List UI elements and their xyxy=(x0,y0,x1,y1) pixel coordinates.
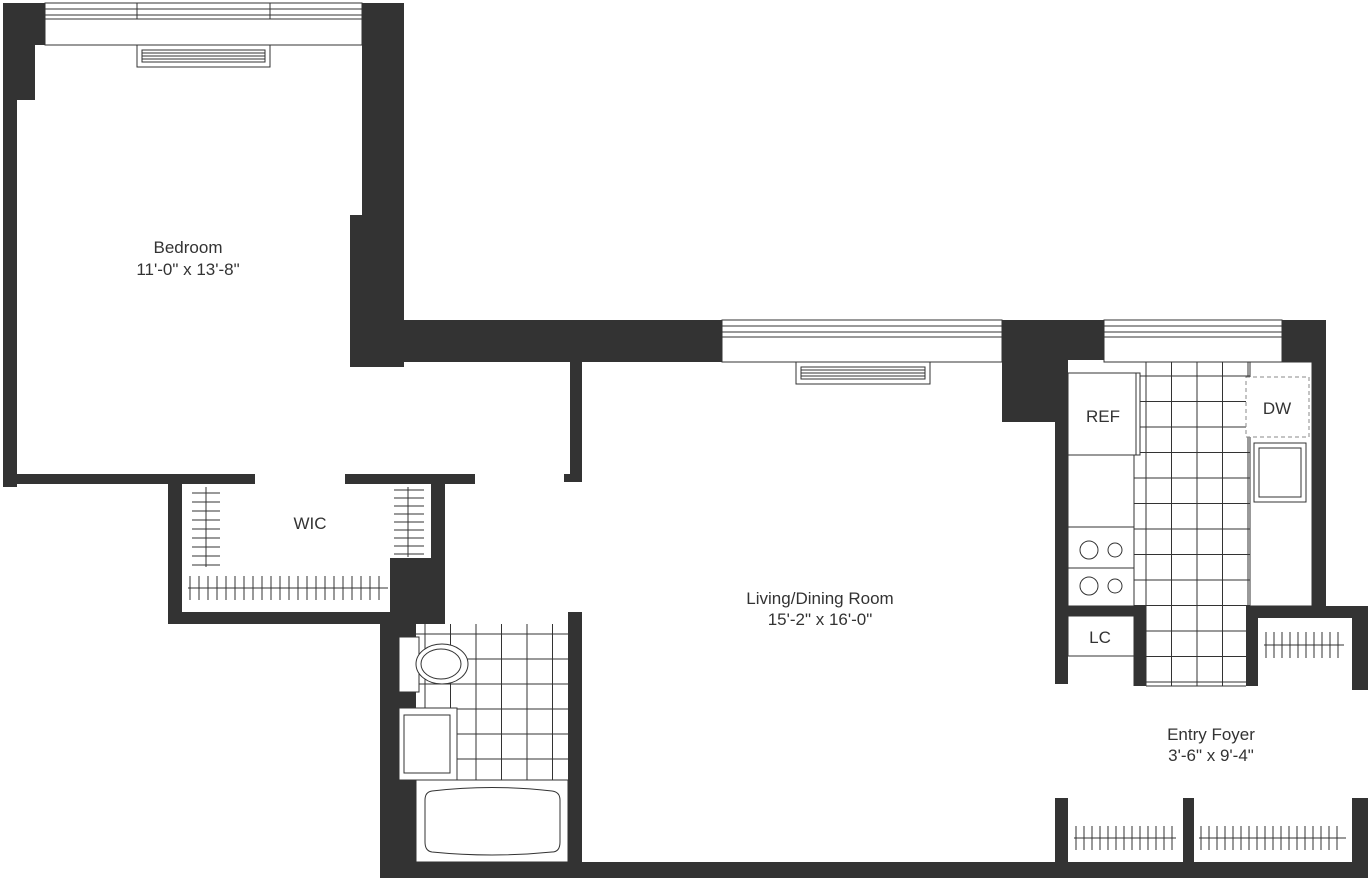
lc-top-wall xyxy=(1055,606,1146,616)
hvac-units xyxy=(136,44,931,385)
bedroom-left-jog xyxy=(17,45,35,100)
walls xyxy=(3,3,1368,878)
kitchen xyxy=(1067,361,1313,687)
foyer-mid-wall xyxy=(1183,798,1194,878)
wic-left-wall xyxy=(168,484,182,624)
foyer-right-top xyxy=(1312,606,1368,618)
kitchen-right-pier xyxy=(1282,320,1326,362)
room-labels: Bedroom 11'-0" x 13'-8" WIC Living/Dinin… xyxy=(136,238,1291,765)
bedroom-left-wall xyxy=(3,3,17,487)
counter-right xyxy=(1249,361,1313,607)
lc-right-wall xyxy=(1134,606,1146,686)
living-label: Living/Dining Room xyxy=(746,589,893,608)
dishwasher xyxy=(1245,376,1310,438)
wic-shelving xyxy=(188,487,424,600)
kitchen-bottom-right xyxy=(1246,606,1326,618)
closet-shelving xyxy=(1074,632,1346,850)
kitchen-left-pier-lower xyxy=(1002,360,1068,422)
living-dimensions: 15'-2" x 16'-0" xyxy=(768,610,873,629)
closet-right-wall xyxy=(1246,606,1258,686)
kitchen-window xyxy=(1103,319,1283,363)
wic-label: WIC xyxy=(293,514,326,533)
wic-bottom-wall xyxy=(168,612,390,624)
living-stub-foot xyxy=(564,474,582,482)
foyer-left-wall xyxy=(1055,798,1068,878)
living-top-wall xyxy=(350,320,722,362)
stove-burner xyxy=(1079,576,1099,596)
windows xyxy=(44,2,1283,363)
foyer-label: Entry Foyer xyxy=(1167,725,1255,744)
living-left-stub xyxy=(570,362,582,482)
bedroom-top-left-pier xyxy=(3,3,45,45)
bath-right-wall xyxy=(568,612,582,870)
foyer-bottom-wall xyxy=(1055,862,1368,878)
bedroom-bottom-wall-left xyxy=(3,474,255,484)
bedroom-top-right-pier xyxy=(362,3,404,215)
foyer-right-wall xyxy=(1352,606,1368,690)
stove-burner xyxy=(1079,540,1099,560)
bath-top-wall xyxy=(380,612,445,624)
stove-burner xyxy=(1107,578,1123,594)
foyer-dimensions: 3'-6" x 9'-4" xyxy=(1168,746,1254,765)
bathroom xyxy=(398,624,569,863)
bedroom-label: Bedroom xyxy=(154,238,223,257)
kitchen-left-pier xyxy=(1002,320,1104,360)
kitchen-left-wall xyxy=(1055,420,1068,684)
bedroom-bottom-wall-right xyxy=(345,474,475,484)
refrigerator-label: REF xyxy=(1086,407,1120,426)
kitchen-right-wall xyxy=(1312,360,1326,608)
bottom-wall xyxy=(380,862,1068,878)
wic-bath-pier xyxy=(390,558,445,618)
refrigerator xyxy=(1067,372,1141,456)
linen-closet xyxy=(1067,615,1135,657)
kitchen-floor-tiles xyxy=(1133,362,1250,687)
linen-closet-label: LC xyxy=(1089,628,1111,647)
stove-burner xyxy=(1107,542,1123,558)
foyer-right-lower xyxy=(1352,798,1368,878)
bedroom-dimensions: 11'-0" x 13'-8" xyxy=(136,260,239,279)
dishwasher-label: DW xyxy=(1263,399,1291,418)
counter-left xyxy=(1067,454,1135,607)
